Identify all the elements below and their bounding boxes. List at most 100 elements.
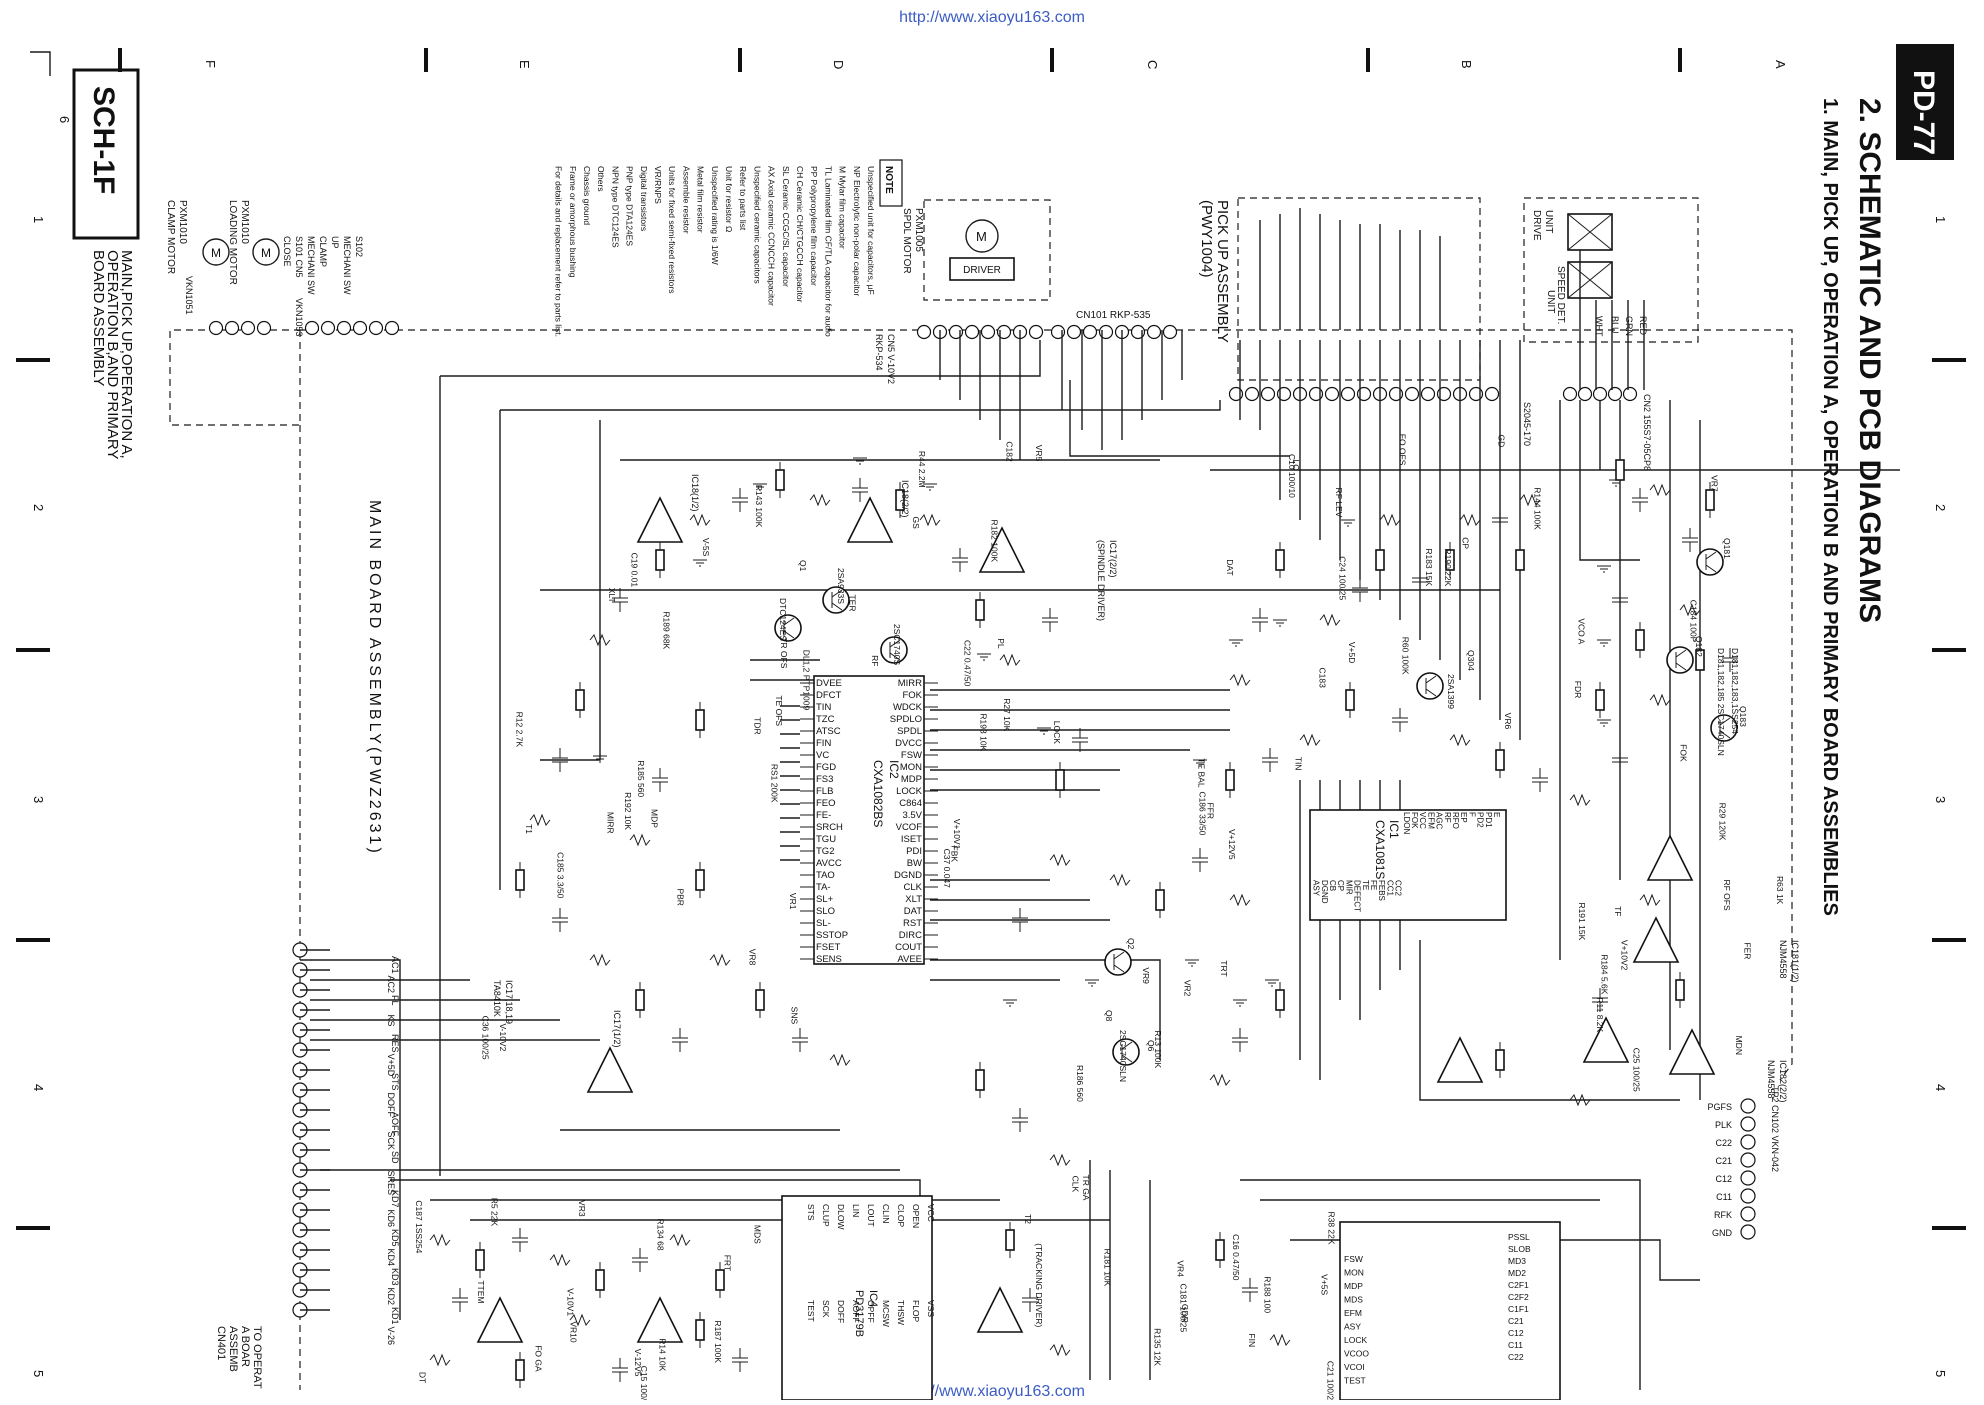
- cn5-pin: [996, 324, 1012, 340]
- resistor-symbol: [429, 1233, 451, 1247]
- ic-references: IC181(1/2)NJM4558IC182(2/2)NJM4558IC18(1…: [492, 474, 1800, 1103]
- component-label: V+12V5: [1227, 829, 1237, 860]
- op-amp-symbol: [586, 1046, 634, 1093]
- ic2-pin-label: TZC: [816, 714, 835, 725]
- component-label: RF OFS: [1722, 879, 1732, 910]
- component-label: RF: [870, 655, 880, 666]
- ic2-pin-label: SRCH: [816, 822, 843, 833]
- resistor-symbol: [1595, 689, 1605, 711]
- op-amp-symbol: [1668, 1028, 1716, 1075]
- component-label: R38 22K: [1326, 1211, 1336, 1244]
- spindle-motor: M DRIVER PXM1005 SPDL MOTOR: [901, 208, 1015, 281]
- dsp-pin-label: MON: [1344, 1268, 1364, 1278]
- note-line: SL Ceramic CCGC/SL capacitor: [781, 166, 791, 287]
- ground-symbol: [1597, 719, 1611, 727]
- component-label: R44 2.2M: [917, 451, 927, 488]
- ic4-pin-label: OPFF: [866, 1300, 876, 1323]
- dsp-pin-label: C22: [1508, 1352, 1524, 1362]
- cn3-pin: [304, 320, 320, 336]
- resistor-symbol: [1649, 483, 1671, 497]
- resistor-symbol: [1459, 513, 1481, 527]
- component-label: PBR: [675, 888, 685, 905]
- dsp-pin-label: MDS: [1344, 1295, 1363, 1305]
- ground-symbol: [1609, 479, 1623, 487]
- component-label: VR3: [577, 1200, 587, 1217]
- wiring: [300, 208, 1900, 1390]
- cn2-pin: [1562, 386, 1578, 402]
- cn2-pin: [1622, 386, 1638, 402]
- operation-bus-label: SCK: [386, 1132, 396, 1151]
- svg-text:MECHANI SW: MECHANI SW: [342, 236, 352, 295]
- note-line: Frame or amorphous bushing: [568, 166, 578, 278]
- capacitor-symbol: [852, 478, 868, 502]
- ic2-pin-label: AVEE: [897, 954, 922, 965]
- capacitor-symbol: [1532, 768, 1548, 792]
- resistor-symbol: [919, 513, 941, 527]
- operation-bus-label: AC2: [386, 976, 396, 994]
- component-label: TER: [848, 594, 858, 611]
- svg-text:SPDL MOTOR: SPDL MOTOR: [901, 208, 912, 274]
- svg-text:TO OPERAT: TO OPERAT: [251, 1326, 263, 1389]
- component-label: C24 100/25: [1338, 556, 1348, 600]
- transistor-references: Q181Q182Q183Q3042SA13992SC1740S2SA933SDT…: [778, 538, 1748, 1082]
- component-label: VR4: [1176, 1260, 1186, 1277]
- ic1-pin-label: FE: [1369, 880, 1378, 890]
- capacitor-symbol: [652, 768, 668, 792]
- op-amp-symbol: [1632, 916, 1680, 963]
- component-label: MDS: [753, 1225, 763, 1244]
- cn101-label: CN101 RKP-535: [1076, 310, 1151, 321]
- component-label: R14 10K: [657, 1338, 667, 1371]
- note-line: Digital transistors: [639, 166, 649, 231]
- capacitor-symbol: [1232, 1028, 1248, 1052]
- component-label: V+5D: [1347, 642, 1357, 664]
- component-label: DAT: [1225, 559, 1235, 575]
- resistor-symbol: [1649, 693, 1671, 707]
- resistor-symbol: [589, 633, 611, 647]
- ic2-right-pins: MIRRFOKWDCKSPDLOSPDLDVCCFSWMONMDPLOCKC86…: [890, 678, 938, 965]
- svg-text:MECHANI SW: MECHANI SW: [306, 236, 316, 295]
- capacitor-symbol: [1072, 728, 1088, 752]
- component-label: VR5: [1034, 445, 1044, 462]
- cn4-pin: [208, 320, 224, 336]
- ic4-pin-label: THSW: [896, 1300, 906, 1325]
- resistor-symbol: [1379, 513, 1401, 527]
- component-label: C182: [1004, 441, 1014, 462]
- component-label: C19 0.01: [630, 553, 640, 588]
- operation-bus-label: KS: [386, 1015, 396, 1027]
- ic1-pin-label: CC1: [1385, 880, 1394, 897]
- component-label: R184 5.6K: [1599, 954, 1609, 994]
- spindle-outline: [923, 199, 1051, 301]
- cn101-pin: [1082, 324, 1098, 340]
- component-label: FO GA: [534, 1345, 544, 1372]
- cn4-pin: [224, 320, 240, 336]
- dsp-pin-label: MD2: [1508, 1268, 1526, 1278]
- note-line: Unspecified rating is 1/6W: [710, 166, 720, 265]
- cn102-signal-label: C12: [1715, 1174, 1732, 1184]
- clamp-motor: M PXM1010 CLAMP MOTOR: [165, 200, 230, 274]
- cn1-label: S2045-170: [1522, 402, 1532, 446]
- grid-letter-f: F: [203, 60, 218, 68]
- cn3-pin: [320, 320, 336, 336]
- cn101-pin: [1050, 324, 1066, 340]
- cn102-pin: [1740, 1152, 1756, 1168]
- transistor-ref-label: Q182: [1694, 636, 1704, 657]
- cn101-pin: [1098, 324, 1114, 340]
- resistor-symbol: [1049, 1153, 1071, 1167]
- component-label: T2: [1023, 1214, 1033, 1224]
- resistor-symbol: [1275, 549, 1285, 571]
- grid-corner-number: 6: [57, 116, 72, 123]
- op-amp-symbol: [636, 496, 684, 543]
- ground-symbol: [1085, 979, 1099, 987]
- ic2-pin-label: FSET: [816, 942, 840, 953]
- note-line: VR/RNPS: [653, 166, 663, 204]
- component-label: R193 10K: [979, 713, 989, 751]
- capacitor-symbol: [552, 908, 568, 932]
- ic2-pin-label: VCOF: [896, 822, 923, 833]
- ic-ref-label: IC18(2/2): [900, 480, 910, 518]
- capacitor-symbol: [612, 1358, 628, 1382]
- capacitor-symbol: [1612, 588, 1628, 612]
- ground-symbol: [593, 755, 607, 763]
- resistor-symbol: [975, 599, 985, 621]
- ground-symbol: [1597, 639, 1611, 647]
